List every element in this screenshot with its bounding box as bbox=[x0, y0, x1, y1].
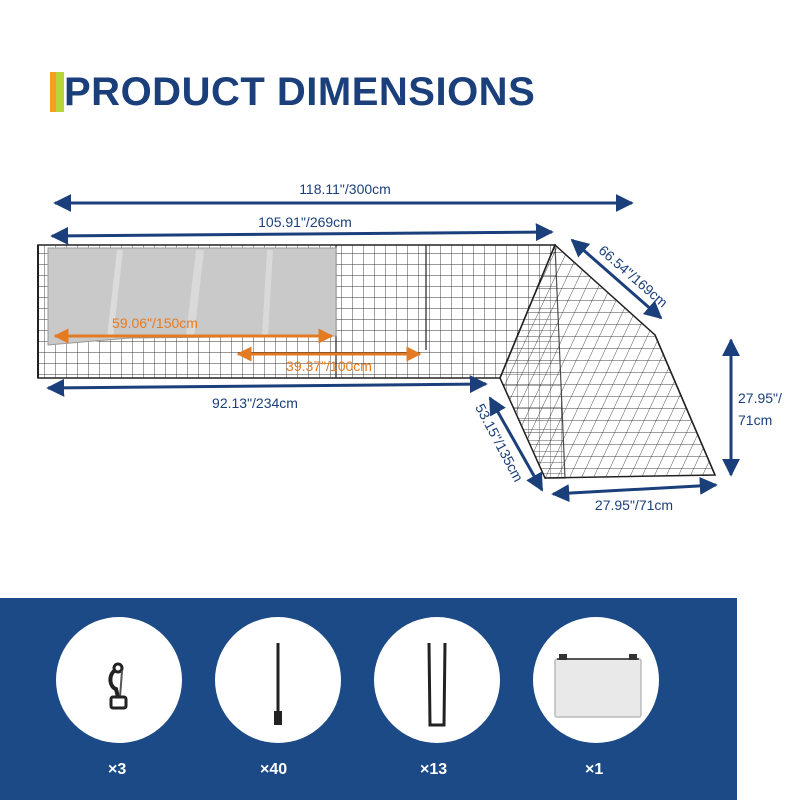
label-total-length: 118.11"/300cm bbox=[299, 181, 391, 197]
ground-stake-icon bbox=[427, 642, 447, 727]
qty-ground-stake: ×13 bbox=[420, 761, 448, 778]
label-cover-length: 59.06"/150cm bbox=[112, 315, 198, 331]
label-height-line2: 71cm bbox=[738, 412, 772, 428]
accessory-cable-tie bbox=[215, 617, 341, 743]
storage-bag-icon bbox=[554, 654, 642, 718]
title-accent-bar bbox=[50, 72, 64, 112]
label-top-length: 105.91"/269cm bbox=[258, 214, 352, 230]
qty-storage-bag: ×1 bbox=[585, 761, 604, 778]
label-bottom-length: 92.13"/234cm bbox=[212, 395, 298, 411]
sun-cover bbox=[47, 247, 337, 346]
arrow-wing-top bbox=[570, 238, 663, 320]
pen-dimension-diagram: 118.11"/300cm 105.91"/269cm 92.13"/234cm… bbox=[37, 181, 782, 513]
label-height-line1: 27.95"/ bbox=[738, 390, 782, 406]
accessory-ground-stake bbox=[374, 617, 500, 743]
label-end-width: 27.95"/71cm bbox=[595, 497, 673, 513]
arrow-bottom-length bbox=[46, 375, 488, 397]
label-cover-overlap: 39.37"/100cm bbox=[286, 358, 372, 374]
pen-wing-section bbox=[499, 243, 717, 479]
arrow-wing-bottom bbox=[488, 396, 544, 492]
arrow-top-length bbox=[50, 223, 554, 245]
accessory-storage-bag bbox=[533, 617, 659, 743]
qty-cable-tie: ×40 bbox=[260, 761, 288, 778]
arrow-end-width bbox=[551, 476, 718, 503]
qty-snap-hook: ×3 bbox=[108, 761, 127, 778]
cable-tie-icon bbox=[274, 643, 282, 725]
page-title: PRODUCT DIMENSIONS bbox=[64, 70, 536, 114]
accessory-snap-hook bbox=[56, 617, 182, 743]
snap-hook-icon bbox=[108, 662, 128, 710]
